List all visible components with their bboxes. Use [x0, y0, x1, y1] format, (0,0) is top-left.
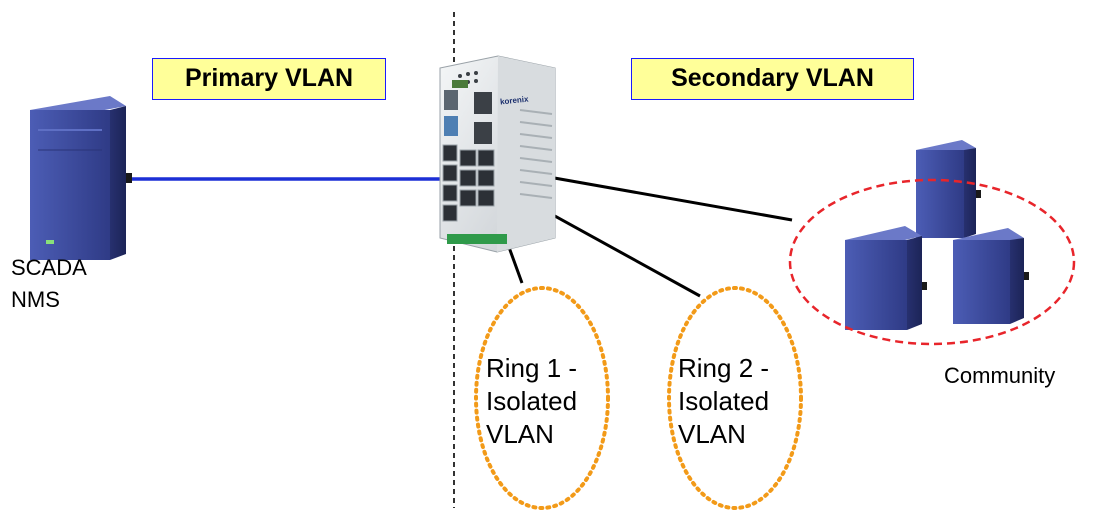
community-circle [788, 178, 1076, 346]
ring2-line1: Ring 2 - [678, 353, 770, 383]
community-server-left-icon [845, 226, 927, 330]
ring1-line3: VLAN [486, 419, 554, 449]
scada-label-line1: SCADA [11, 255, 87, 280]
community-label: Community [944, 363, 1056, 388]
ring1-line1: Ring 1 - [486, 353, 578, 383]
ring2-label: Ring 2 - Isolated VLAN [678, 352, 769, 451]
primary-vlan-label: Primary VLAN [152, 58, 386, 100]
ring1-label: Ring 1 - Isolated VLAN [486, 352, 577, 451]
ring2-line2: Isolated [678, 386, 770, 416]
ring2-circle [667, 286, 803, 510]
ring1-circle [474, 286, 610, 510]
scada-server-icon [30, 96, 132, 260]
ring1-line2: Isolated [486, 386, 578, 416]
community-server-right-icon [953, 228, 1029, 324]
industrial-switch-icon [439, 55, 556, 253]
ring2-line3: VLAN [678, 419, 746, 449]
secondary-vlan-label: Secondary VLAN [631, 58, 914, 100]
scada-label: SCADA NMS [11, 252, 87, 316]
scada-label-line2: NMS [11, 287, 60, 312]
community-server-top-icon [916, 140, 981, 238]
